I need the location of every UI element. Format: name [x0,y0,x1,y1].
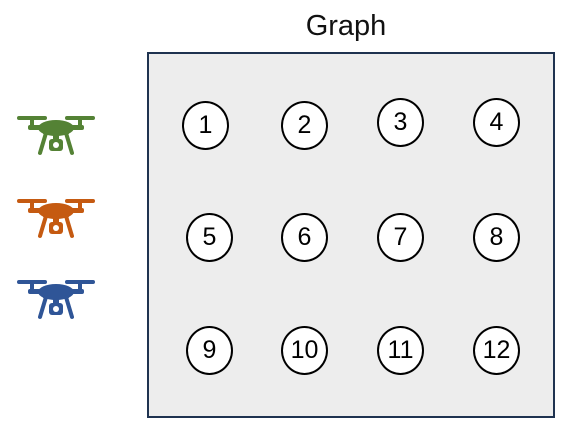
graph-title: Graph [305,10,387,42]
drone-green-icon [17,116,95,155]
graph-node: 7 [377,213,424,262]
graph-node: 6 [281,213,328,262]
drone-orange-icon [17,199,95,238]
graph-node: 11 [377,326,424,375]
graph-node: 5 [186,213,233,262]
drone-blue-icon [17,280,95,319]
graph-node: 12 [473,326,520,375]
graph-node: 4 [473,98,520,147]
graph-node: 9 [186,326,233,375]
graph-node: 8 [473,213,520,262]
graph-node: 2 [281,101,328,150]
graph-node: 10 [281,326,328,375]
graph-node: 1 [182,101,229,150]
graph-node: 3 [377,98,424,147]
